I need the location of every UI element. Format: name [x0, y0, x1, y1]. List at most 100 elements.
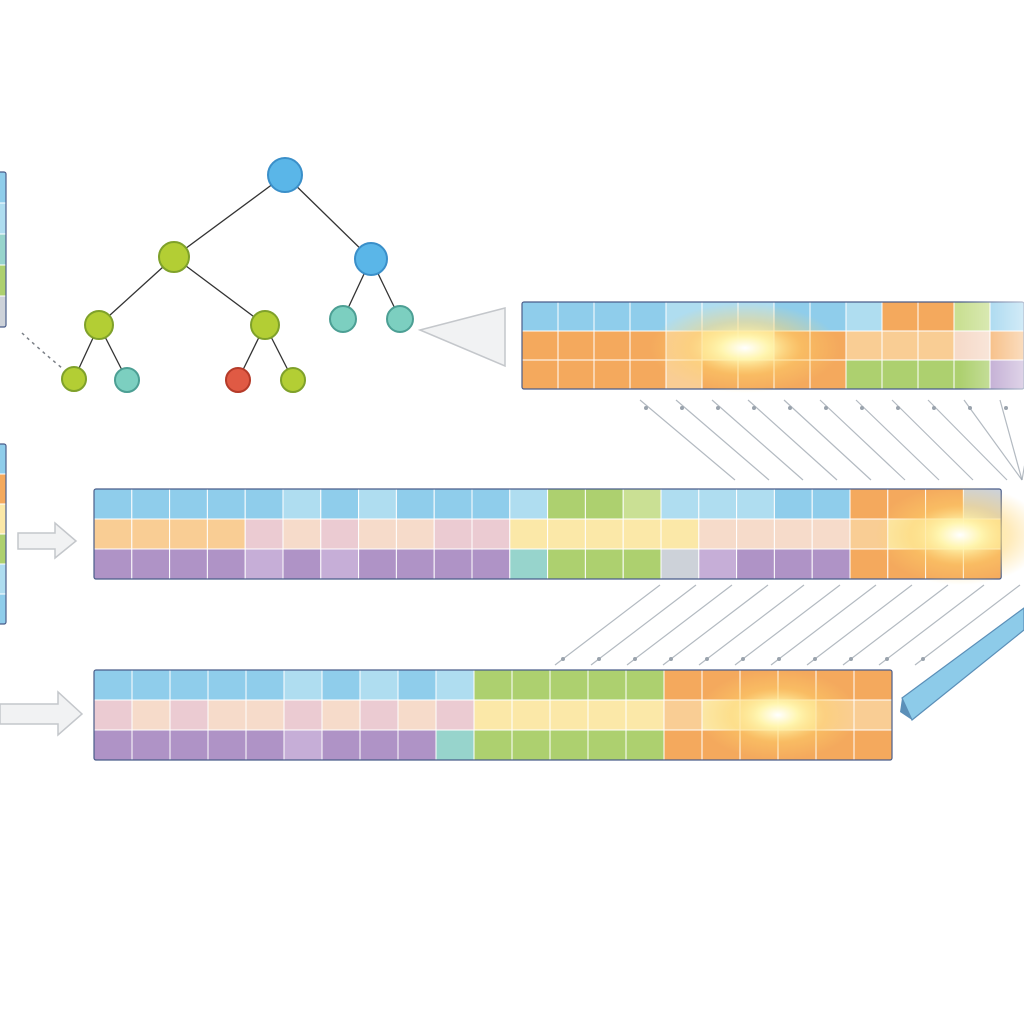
sequence-grid-middle	[93, 488, 1002, 580]
tree-node-a	[158, 241, 190, 273]
connection-dot	[561, 657, 565, 661]
grid-cell	[584, 548, 624, 580]
connection-dot	[777, 657, 781, 661]
pencil-pointer-icon	[901, 607, 1024, 721]
grid-cell	[511, 729, 551, 761]
glow-top	[650, 303, 840, 393]
grid-cell	[131, 548, 171, 580]
grid-cell	[169, 488, 208, 520]
tree-node-root	[267, 157, 303, 193]
grid-cell	[131, 488, 171, 520]
grid-cell	[93, 729, 133, 761]
connection-dot	[788, 406, 792, 410]
grid-cell	[0, 533, 7, 565]
grid-cell	[549, 669, 589, 701]
connection-line	[783, 399, 872, 481]
grid-cell	[358, 488, 397, 520]
arrows	[0, 307, 1024, 737]
grid-cell	[320, 488, 360, 520]
grid-cell	[509, 518, 549, 550]
grid-cell	[917, 359, 955, 390]
connection-dot	[824, 406, 828, 410]
grid-cell	[593, 330, 631, 361]
grid-cell	[853, 669, 893, 701]
grid-cell	[736, 488, 775, 520]
grid-cell	[853, 729, 893, 761]
grid-cell	[881, 301, 919, 332]
grid-cell	[169, 518, 208, 550]
grid-cell	[0, 473, 7, 505]
grid-cell	[244, 548, 284, 580]
grid-cell	[358, 518, 397, 550]
grid-cell	[244, 518, 284, 550]
grid-cell	[622, 488, 662, 520]
pencil-pointer-tip-icon	[900, 698, 912, 720]
grid-cell	[395, 488, 435, 520]
grid-cell	[511, 699, 551, 731]
grid-cell	[773, 548, 813, 580]
grid-cell	[0, 563, 7, 595]
grid-cell	[625, 699, 665, 731]
grid-cell	[283, 669, 323, 701]
grid-cell	[321, 729, 361, 761]
grid-cell	[207, 669, 247, 701]
connection-line	[554, 584, 661, 666]
tree-node-a2a	[225, 367, 251, 393]
grid-cell	[93, 669, 133, 701]
connection-line	[914, 584, 1021, 666]
grid-frame	[0, 443, 7, 625]
tree-node-a1	[84, 310, 114, 340]
connection-line	[806, 584, 913, 666]
grid-cell	[849, 488, 889, 520]
grid-cell	[698, 518, 738, 550]
connection-line	[842, 584, 949, 666]
grid-cell	[622, 518, 662, 550]
left-column-top	[0, 171, 7, 328]
grid-cell	[131, 669, 171, 701]
connection-dot	[644, 406, 648, 410]
grid-cell	[557, 301, 595, 332]
grid-cell	[811, 548, 851, 580]
tree-edge	[173, 174, 286, 258]
highlight-glows	[650, 303, 1024, 760]
grid-cell	[93, 488, 133, 520]
grid-cell	[811, 518, 851, 550]
tree-node-a2	[250, 310, 280, 340]
connection-line	[891, 399, 974, 481]
tree-nodes	[61, 157, 414, 393]
grid-cell	[282, 488, 322, 520]
grid-cell	[169, 729, 209, 761]
grid-cell	[521, 301, 559, 332]
grid-cell	[435, 699, 475, 731]
grid-cell	[359, 699, 399, 731]
connection-line	[747, 399, 838, 481]
left-column-middle	[0, 443, 7, 625]
grid-cell	[359, 729, 399, 761]
connection-line	[675, 399, 770, 481]
grid-cell	[773, 518, 813, 550]
grid-cell	[663, 729, 703, 761]
grid-cell	[471, 488, 511, 520]
grid-cell	[433, 548, 473, 580]
grid-cell	[169, 699, 209, 731]
grid-cell	[207, 699, 247, 731]
grid-cell	[93, 548, 133, 580]
grid-cell	[593, 359, 631, 390]
grid-cell	[625, 729, 665, 761]
connection-line	[770, 584, 877, 666]
tree-node-a1b	[114, 367, 140, 393]
grid-cell	[509, 548, 549, 580]
grid-cell	[93, 699, 133, 731]
grid-cell	[207, 729, 247, 761]
grid-cell	[660, 518, 700, 550]
grid-cell	[663, 699, 703, 731]
grid-cell	[584, 488, 624, 520]
grid-cell	[359, 669, 399, 701]
grid-cell	[881, 330, 919, 361]
grid-cell	[321, 699, 361, 731]
grid-cell	[282, 548, 322, 580]
grid-cell	[917, 330, 955, 361]
grid-cell	[660, 548, 700, 580]
connection-line	[639, 399, 736, 481]
connection-line	[590, 584, 697, 666]
